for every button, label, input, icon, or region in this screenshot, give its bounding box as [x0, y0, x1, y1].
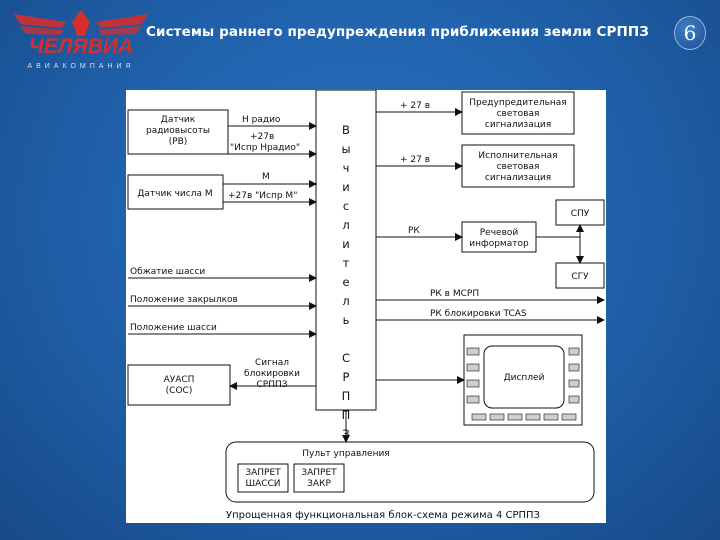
computer-letter: П [342, 408, 351, 422]
computer-letter: л [342, 218, 349, 232]
inhibit-signal-line-1: Сигнал [255, 358, 289, 368]
flaps-inhibit-line-2: ЗАКР [307, 479, 331, 489]
radio-altimeter-box [127, 109, 229, 155]
executive-lights-line-2: световая [497, 162, 540, 172]
warning-lights-line-2: световая [497, 109, 540, 119]
computer-letter: ы [341, 142, 350, 156]
radio-altimeter-line-1: Датчик [161, 115, 196, 125]
logo-emblem-icon: ЧЕЛЯВИА АВИАКОМПАНИЯ [14, 10, 148, 70]
computer-letter: П [342, 389, 351, 403]
signal-labels: Н радио +27в "Испр Нрадио" М +27в "Испр … [130, 101, 527, 390]
radio-altimeter-line-3: (РВ) [169, 137, 188, 147]
gear-inhibit-line-1: ЗАПРЕТ [245, 468, 281, 478]
computer-letter: В [342, 123, 350, 137]
plus27-m-label: +27в "Испр М" [228, 191, 297, 201]
rk-tcas-label: РК блокировки TCAS [430, 309, 527, 319]
computer-letter: и [342, 237, 349, 251]
computer-letter: и [342, 180, 349, 194]
mach-sensor-label: Датчик числа М [137, 189, 212, 199]
inhibit-signal-line-3: СРППЗ [256, 380, 287, 390]
auasp-line-1: АУАСП [164, 375, 195, 385]
computer-letter: З [342, 427, 349, 441]
svg-text:ЧЕЛЯВИА: ЧЕЛЯВИА [29, 35, 133, 58]
computer-letter: л [342, 294, 349, 308]
box-labels: Датчик радиовысоты (РВ) Датчик числа М П… [137, 98, 589, 489]
control-panel-box [225, 441, 595, 503]
flaps-position-label: Положение закрылков [130, 295, 238, 305]
auasp-box [127, 364, 231, 406]
h-radio-label: Н радио [242, 115, 281, 125]
page-number-badge: 6 [674, 16, 706, 50]
computer-letter: С [342, 351, 350, 365]
slide-title: Системы раннего предупреждения приближен… [146, 24, 649, 40]
page-number: 6 [683, 21, 697, 45]
gear-inhibit-button [237, 463, 289, 493]
computer-letter: ь [343, 313, 350, 327]
voice-informer-line-1: Речевой [480, 228, 519, 238]
computer-letter: с [343, 199, 349, 213]
flaps-inhibit-line-1: ЗАПРЕТ [301, 468, 337, 478]
auasp-line-2: (СОС) [166, 386, 193, 396]
voice-informer-line-2: информатор [469, 239, 529, 249]
warning-lights-line-3: сигнализация [485, 120, 551, 130]
inhibit-signal-line-2: блокировки [244, 369, 300, 379]
diagram-caption: Упрощенная функциональная блок-схема реж… [226, 510, 540, 521]
gear-compress-label: Обжатие шасси [130, 267, 205, 277]
display-screen [483, 345, 565, 409]
computer-letter: е [342, 275, 349, 289]
svg-text:АВИАКОМПАНИЯ: АВИАКОМПАНИЯ [27, 63, 134, 70]
computer-letter: т [343, 256, 350, 270]
flaps-inhibit-button [293, 463, 345, 493]
warning-lights-line-1: Предупредительная [469, 98, 566, 108]
computer-letter: Р [343, 370, 350, 384]
spu-label: СПУ [571, 209, 590, 219]
executive-lights-line-3: сигнализация [485, 173, 551, 183]
radio-altimeter-line-2: радиовысоты [146, 126, 210, 136]
sgu-label: СГУ [571, 272, 589, 282]
plus27-h-line-2: "Испр Нрадио" [230, 143, 300, 153]
control-panel-label: Пульт управления [302, 449, 389, 459]
plus27-b-label: + 27 в [400, 155, 430, 165]
m-label: М [262, 172, 270, 182]
computer-letter: ч [343, 161, 350, 175]
rk-mspp-label: РК в МСРП [430, 289, 479, 299]
plus27-a-label: + 27 в [400, 101, 430, 111]
executive-lights-line-1: Исполнительная [478, 151, 557, 161]
mach-sensor-box [127, 174, 224, 210]
gear-position-label: Положение шасси [130, 323, 217, 333]
company-logo: ЧЕЛЯВИА АВИАКОМПАНИЯ [6, 2, 156, 72]
plus27-h-line-1: +27в [250, 132, 274, 142]
rk-label: РК [408, 226, 420, 236]
gear-inhibit-line-2: ШАССИ [245, 479, 280, 489]
display-label: Дисплей [504, 373, 545, 383]
